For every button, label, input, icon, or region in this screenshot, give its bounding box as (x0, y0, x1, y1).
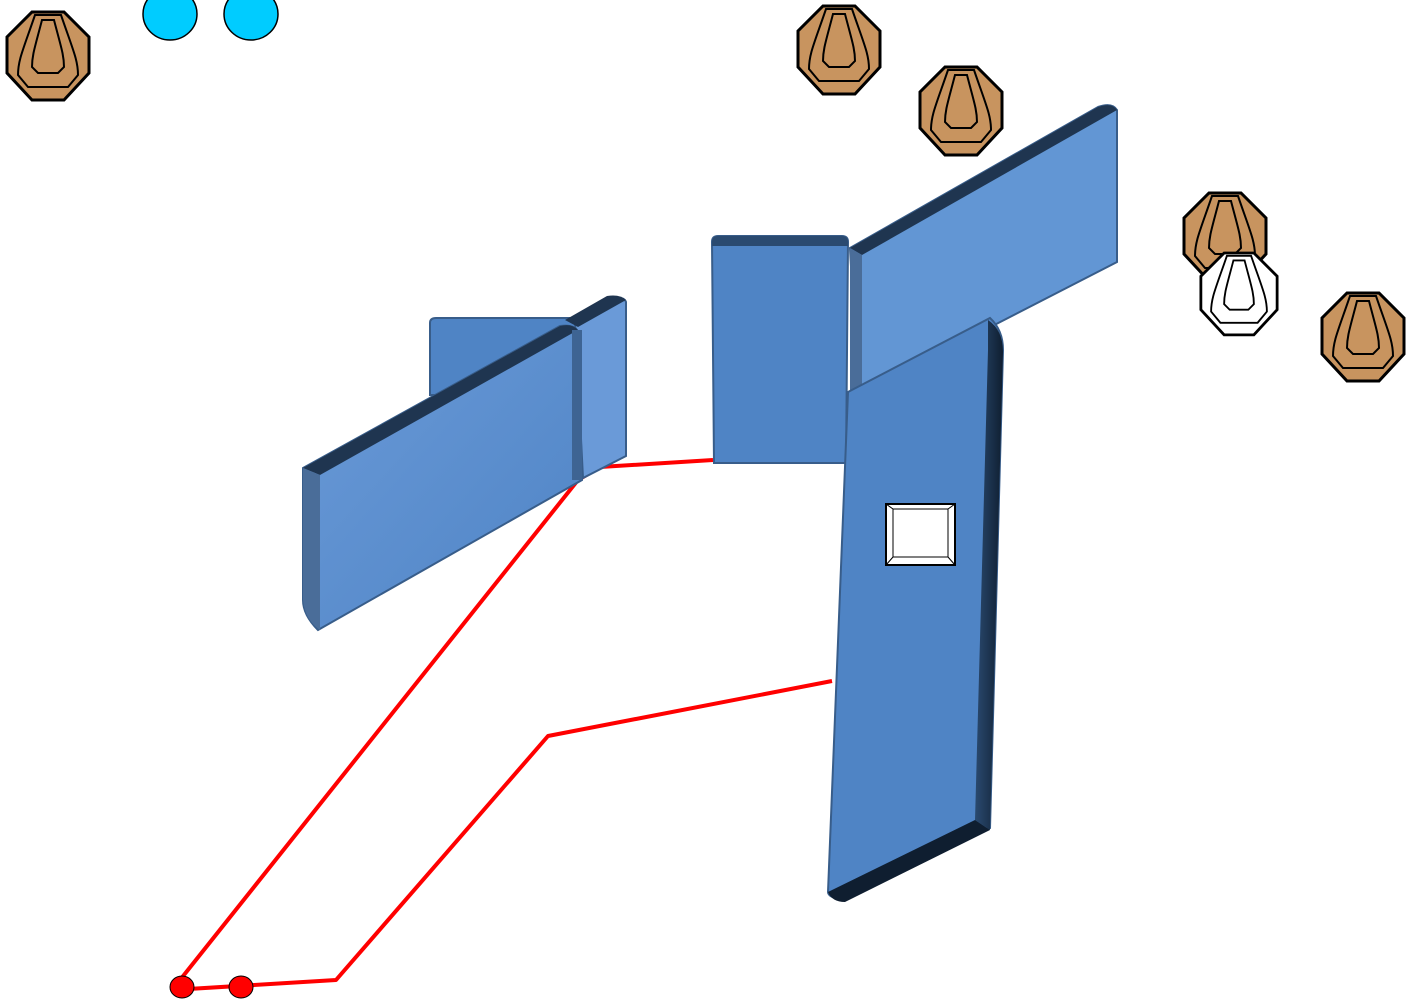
shoot-target-icon (796, 4, 882, 96)
shoot-target-icon (5, 10, 91, 102)
steel-popper-icon (142, 0, 198, 41)
steel-popper-icon (223, 0, 279, 41)
left-barrier-group (302, 295, 627, 632)
no-shoot-targets (1199, 251, 1279, 337)
path-line-right (171, 679, 833, 992)
no-shoot-target-icon (1199, 251, 1279, 337)
start-marker-icon (169, 975, 195, 999)
shoot-target-icon (918, 65, 1004, 157)
shooter-path (170, 458, 833, 992)
center-box-wall (710, 235, 850, 464)
shoot-target-icon (1320, 291, 1406, 383)
left-side-post (573, 296, 627, 480)
start-marker-icon (228, 975, 254, 999)
shoot-targets (5, 4, 1406, 383)
port-window (885, 503, 956, 566)
steel-poppers (142, 0, 279, 41)
start-markers (169, 975, 254, 999)
right-barrier-group (710, 104, 1118, 902)
